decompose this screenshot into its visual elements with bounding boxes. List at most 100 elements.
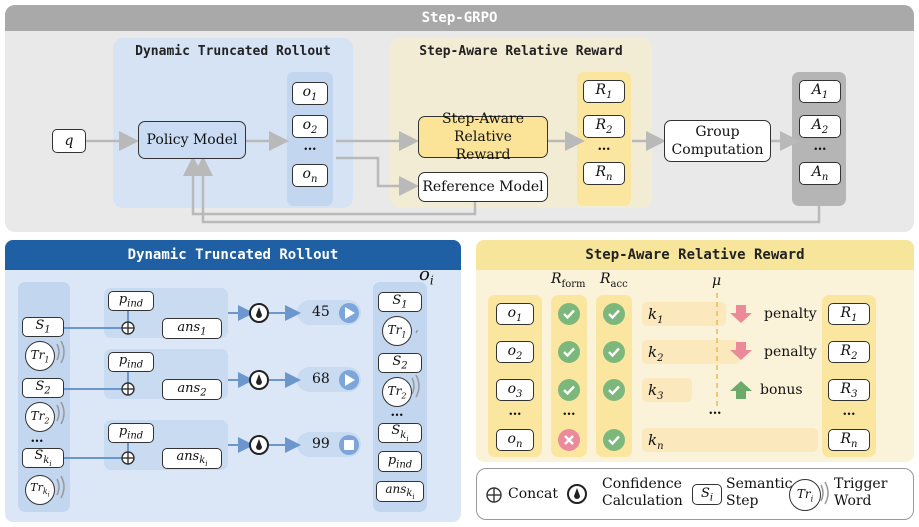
output-token-2: o2: [292, 115, 328, 138]
form-check-1: [558, 303, 580, 325]
k-bar-1: k1: [642, 302, 726, 326]
mu-line-and-arrows: [716, 293, 752, 407]
acc-check-n: [603, 429, 625, 451]
policy-model: Policy Model: [138, 121, 246, 159]
reward-r3: R3: [828, 379, 870, 401]
advantage-token-n: An: [799, 162, 841, 185]
right-ans-ki: anski: [376, 481, 424, 502]
right-step-s2: S2: [378, 353, 422, 373]
trigger-wave-icons: [56, 330, 420, 499]
reward-o2: o2: [496, 341, 534, 363]
score-2: 68: [312, 371, 330, 387]
oi-label: oi: [419, 264, 434, 288]
left-trigger-tr1: Tr1: [25, 341, 55, 371]
col-rform: Rform: [551, 271, 586, 290]
left-trigger-trki: Trki: [25, 475, 55, 505]
form-ellipsis: …: [562, 404, 576, 419]
play-icon-1: [339, 303, 359, 323]
confidence-icon-2: [249, 370, 269, 390]
k-ellipsis: …: [708, 403, 722, 418]
legend-concat-label: Concat: [508, 486, 558, 502]
reward-r2: R2: [828, 341, 870, 363]
bonus-arrow-3: [730, 381, 752, 399]
reward-region-title: Step-Aware Relative Reward: [419, 44, 623, 59]
top-arrows: [84, 131, 821, 224]
concat-icon: [486, 487, 502, 503]
signal-2: penalty: [764, 344, 817, 360]
reward-r-ellipsis: …: [842, 404, 856, 419]
reward-rn: Rn: [828, 429, 870, 451]
reward-o3: o3: [496, 379, 534, 401]
reward-o1: o1: [496, 303, 534, 325]
form-check-2: [558, 341, 580, 363]
output-token-1: o1: [292, 82, 328, 105]
right-step-ski: Ski: [378, 423, 422, 443]
legend-semantic-label: Semantic Step: [726, 476, 793, 509]
row1-pind: pind: [108, 291, 154, 311]
left-ellipsis: …: [30, 431, 44, 446]
reward-token-1: R1: [583, 80, 625, 103]
k-bar-2: k2: [642, 340, 740, 364]
penalty-arrow-1: [730, 305, 752, 323]
right-trigger-tr1: Tr1: [382, 316, 412, 346]
col-racc: Racc: [600, 271, 628, 290]
left-trigger-tr2: Tr2: [25, 402, 55, 432]
row3-pind: pind: [108, 423, 154, 443]
k-bar-n: kn: [642, 428, 818, 452]
form-cross-n: [558, 429, 580, 451]
legend-icons: [486, 481, 829, 505]
rollout-region-title: Dynamic Truncated Rollout: [135, 44, 331, 59]
form-check-3: [558, 379, 580, 401]
legend-semantic-symbol: Si: [692, 484, 722, 505]
advantage-token-1: A1: [799, 80, 841, 103]
rollout-panel-title: Dynamic Truncated Rollout: [5, 240, 461, 270]
left-step-ski: Ski: [22, 448, 64, 468]
advantage-ellipsis: …: [813, 139, 827, 154]
signal-1: penalty: [764, 306, 817, 322]
mu-label: μ: [712, 273, 722, 289]
acc-check-2: [603, 341, 625, 363]
score-1: 45: [312, 304, 330, 320]
confidence-legend-icon: [567, 484, 587, 504]
reward-r1: R1: [828, 303, 870, 325]
reward-o-ellipsis: …: [508, 404, 522, 419]
confidence-icon-3: [249, 435, 269, 455]
confidence-icon-1: [249, 303, 269, 323]
reward-on: on: [496, 429, 534, 451]
play-icon-2: [339, 370, 359, 390]
step-aware-relative-reward-model: Step-Aware Relative Reward: [418, 111, 548, 163]
right-step-s1: S1: [378, 292, 422, 312]
reward-token-n: Rn: [583, 162, 625, 185]
legend-trigger-symbol: Tri: [789, 479, 821, 511]
penalty-arrow-2: [730, 342, 752, 360]
reward-ellipsis: …: [597, 139, 611, 154]
reference-model: Reference Model: [418, 172, 548, 202]
group-computation: Group Computation: [664, 120, 771, 162]
row1-ans: ans1: [162, 318, 222, 339]
advantage-token-2: A2: [799, 115, 841, 138]
output-ellipsis: …: [303, 139, 317, 154]
legend-trigger-label: Trigger Word: [834, 476, 888, 509]
stop-icon-3: [339, 435, 359, 455]
legend-confidence-label: Confidence Calculation: [602, 476, 683, 509]
signal-3: bonus: [760, 382, 803, 398]
k-bar-3: k3: [642, 378, 692, 402]
right-trigger-tr2: Tr2: [382, 377, 412, 407]
left-step-s2: S2: [22, 378, 64, 398]
row3-ans: anski: [162, 448, 222, 469]
output-token-n: on: [292, 164, 328, 187]
acc-check-3: [603, 379, 625, 401]
score-3: 99: [312, 436, 330, 452]
row2-pind: pind: [108, 352, 154, 372]
reward-token-2: R2: [583, 115, 625, 138]
row2-ans: ans2: [162, 379, 222, 400]
reward-panel-title: Step-Aware Relative Reward: [476, 240, 914, 270]
right-pind: pind: [378, 451, 422, 472]
acc-check-1: [603, 303, 625, 325]
query-token: q: [52, 129, 86, 153]
left-step-s1: S1: [22, 317, 64, 337]
right-ellipsis: …: [390, 405, 404, 420]
rollout-arrows: [63, 303, 359, 465]
step-grpo-title: Step-GRPO: [5, 5, 914, 31]
